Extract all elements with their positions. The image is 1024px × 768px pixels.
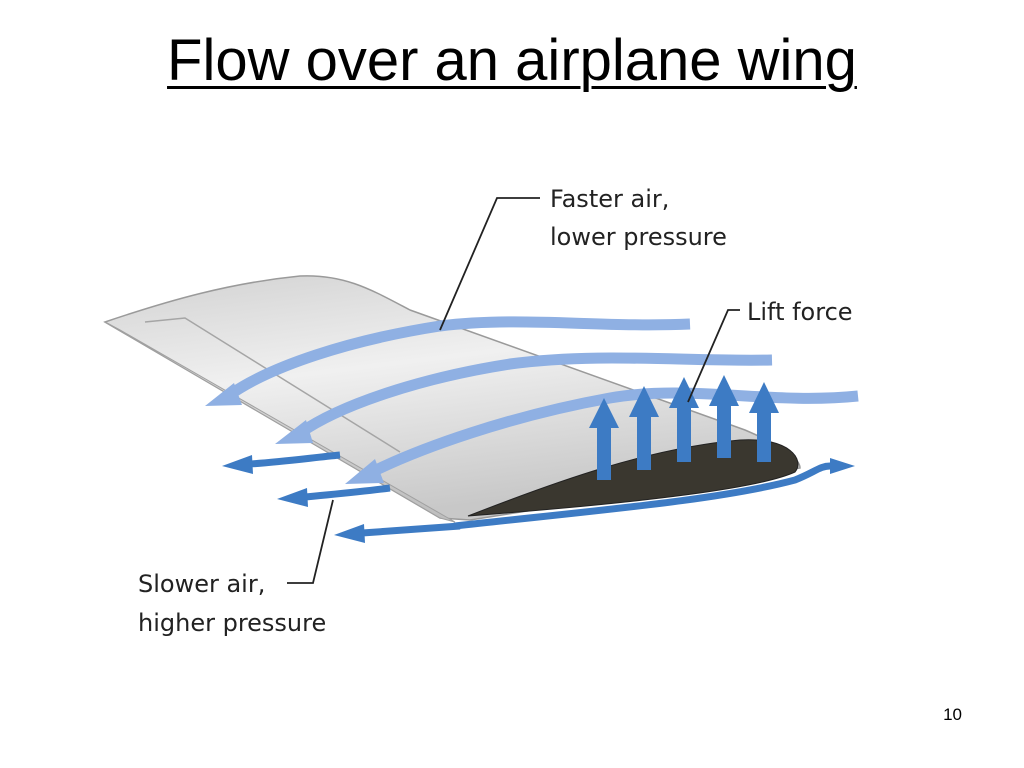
upper-flow-1 [224,316,691,401]
label-faster-air-line1: Faster air, [550,185,669,213]
lift-arrow-2 [629,386,659,470]
upper-flow-3 [367,387,859,478]
lower-flow-wrap [451,462,834,530]
lift-arrow-3 [669,377,699,462]
label-lift-force: Lift force [747,298,853,326]
lower-flow-1 [249,451,341,468]
lift-arrow-1 [589,398,619,480]
label-slower-air-line1: Slower air, [138,570,265,598]
airfoil-cross-section [467,439,799,517]
label-faster-air-line2: lower pressure [550,223,727,251]
label-slower-air-line2: higher pressure [138,609,326,637]
lower-flow-2 [304,484,391,501]
page-title-text: Flow over an airplane wing [167,28,857,93]
lower-flow-3 [361,522,461,537]
leader-line-lift-force [687,309,740,403]
lower-flow-3-head [334,524,365,543]
upper-flow-2 [296,352,773,438]
lower-flow-1-head [222,455,253,474]
lower-flow-wrap-head [830,458,855,474]
lift-arrows [589,375,779,480]
page-title: Flow over an airplane wing [0,26,1024,96]
wing-flap-line [144,317,401,453]
upper-flow-1-head [205,383,242,406]
lift-arrow-5 [749,382,779,462]
leader-line-slower-air [287,499,334,584]
leader-line-faster-air [439,197,540,331]
lower-flow-2-head [277,488,308,507]
upper-flow-3-head [345,459,384,484]
upper-flow-2-head [275,420,313,444]
page-number: 10 [943,705,962,724]
lift-arrow-4 [709,375,739,458]
